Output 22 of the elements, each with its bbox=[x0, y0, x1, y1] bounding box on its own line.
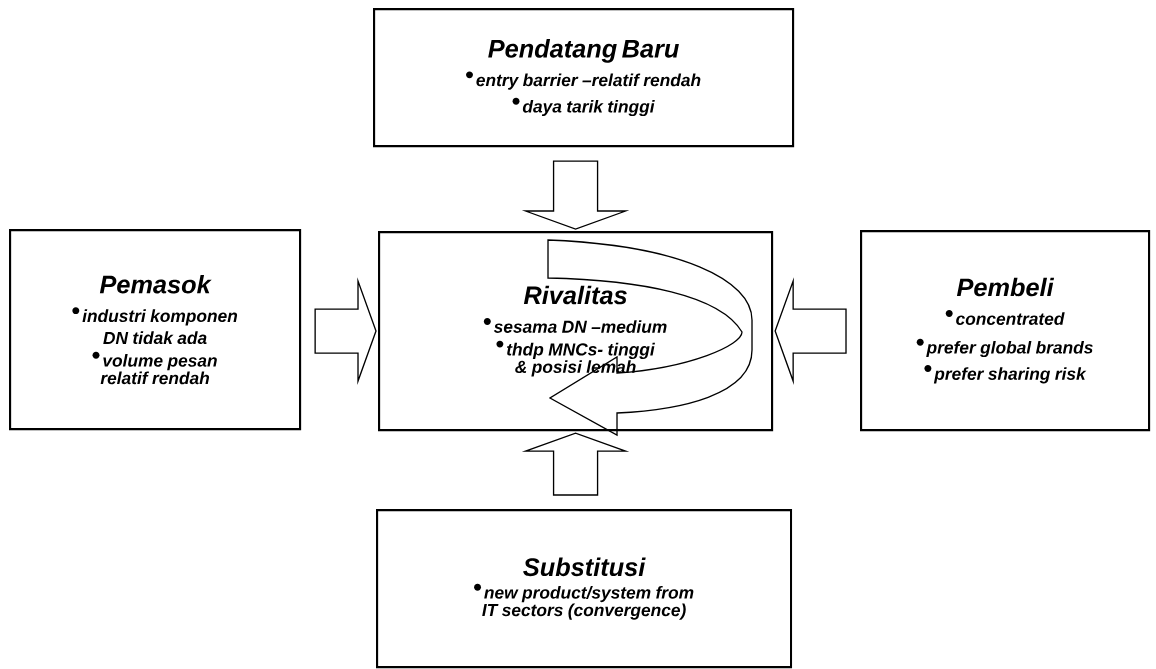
bullet-text: sesama DN –medium bbox=[483, 318, 667, 333]
bullet-text: entry barrier –relatif rendah bbox=[466, 71, 701, 90]
force-box bbox=[378, 231, 774, 432]
heading: Pembeli bbox=[956, 277, 1055, 297]
heading: Substitusi bbox=[523, 557, 646, 577]
force-box bbox=[9, 229, 302, 431]
heading: Rivalitas bbox=[523, 285, 627, 305]
force-box bbox=[860, 230, 1151, 432]
block-arrow bbox=[521, 160, 630, 230]
force-box bbox=[376, 509, 793, 669]
heading: Pemasok bbox=[99, 274, 212, 294]
bullet-text: new product/system from IT sectors (convergence) bbox=[474, 583, 694, 620]
bullet-text: prefer sharing risk bbox=[924, 365, 1087, 384]
block-arrow bbox=[774, 277, 847, 385]
bullet-text: concentrated bbox=[945, 310, 1065, 325]
bullet-text: prefer global brands bbox=[916, 338, 1093, 358]
bullet-text: volume pesan relatif rendah bbox=[92, 351, 217, 385]
force-box bbox=[373, 8, 795, 148]
heading: Pendatang Baru bbox=[488, 39, 679, 63]
block-arrow bbox=[314, 277, 377, 385]
bullet-text: daya tarik tinggi bbox=[512, 97, 655, 117]
block-arrow bbox=[521, 432, 630, 496]
